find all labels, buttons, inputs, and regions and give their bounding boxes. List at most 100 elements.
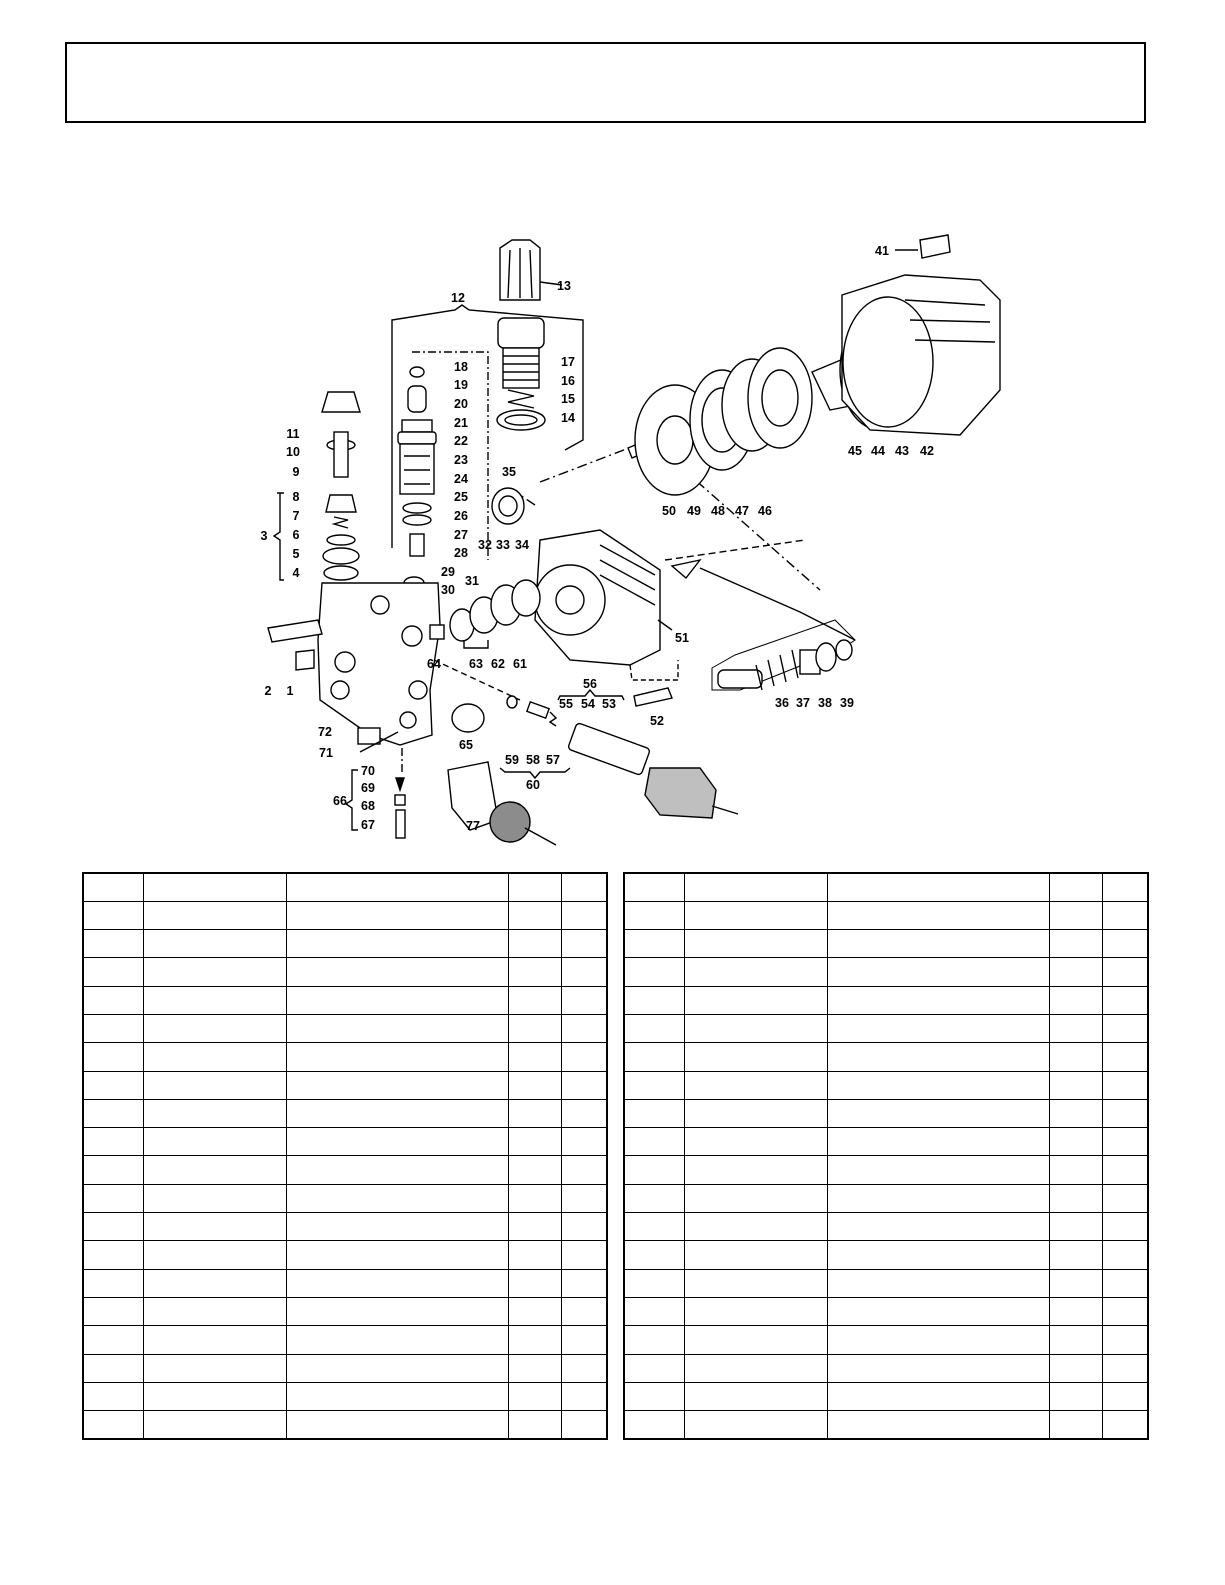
table-cell [683, 1183, 828, 1214]
callout-60: 60 [526, 778, 540, 792]
table-row [623, 1070, 1149, 1100]
table-cell [1101, 1410, 1149, 1440]
parts-table-right [623, 872, 1149, 1440]
callout-51: 51 [675, 631, 689, 645]
table-cell [1101, 1013, 1149, 1044]
table-cell [826, 1381, 1050, 1412]
table-cell [82, 1070, 144, 1100]
table-cell [285, 1155, 509, 1185]
table-row [623, 1325, 1149, 1355]
table-row [82, 1296, 608, 1327]
table-cell [623, 929, 685, 959]
table-cell [285, 1013, 509, 1044]
table-row [623, 985, 1149, 1015]
callout-7: 7 [293, 509, 300, 523]
table-cell [560, 1070, 608, 1100]
table-cell [507, 872, 562, 902]
table-cell [683, 1240, 828, 1270]
table-cell [623, 1155, 685, 1185]
table-cell [1101, 1268, 1149, 1298]
table-row [623, 1183, 1149, 1214]
table-row [623, 1155, 1149, 1185]
table-row [82, 985, 608, 1015]
table-cell [560, 1325, 608, 1355]
table-cell [560, 1183, 608, 1214]
table-cell [285, 900, 509, 931]
table-cell [1101, 1183, 1149, 1214]
table-cell [285, 929, 509, 959]
callout-25: 25 [454, 490, 468, 504]
table-cell [142, 1070, 287, 1100]
callout-43: 43 [895, 444, 909, 458]
table-row [82, 1127, 608, 1157]
table-cell [82, 1212, 144, 1242]
callout-58: 58 [526, 753, 540, 767]
callout-17: 17 [561, 355, 575, 369]
table-cell [285, 1042, 509, 1072]
table-cell [683, 985, 828, 1015]
table-row [82, 900, 608, 931]
callout-66: 66 [333, 794, 347, 808]
table-row [623, 872, 1149, 902]
table-cell [560, 1296, 608, 1327]
table-cell [285, 1268, 509, 1298]
table-cell [826, 1183, 1050, 1214]
callout-35: 35 [502, 465, 516, 479]
table-cell [623, 1410, 685, 1440]
table-cell [623, 1381, 685, 1412]
table-cell [1048, 1268, 1103, 1298]
callout-52: 52 [650, 714, 664, 728]
callout-3: 3 [261, 529, 268, 543]
table-cell [1101, 1127, 1149, 1157]
table-cell [623, 1240, 685, 1270]
table-cell [1101, 929, 1149, 959]
table-cell [1048, 1353, 1103, 1383]
table-cell [623, 1183, 685, 1214]
table-cell [285, 1212, 509, 1242]
table-cell [826, 1070, 1050, 1100]
table-cell [683, 1013, 828, 1044]
callout-61: 61 [513, 657, 527, 671]
table-row [623, 1240, 1149, 1270]
callout-4: 4 [293, 566, 300, 580]
table-row [623, 1268, 1149, 1298]
table-row [82, 1212, 608, 1242]
exploded-parts-diagram: 1 2 3 4 5 6 7 8 9 10 11 12 13 14 15 16 1… [261, 234, 1001, 846]
table-row [82, 1070, 608, 1100]
table-row [623, 929, 1149, 959]
table-cell [560, 929, 608, 959]
table-cell [142, 929, 287, 959]
callout-26: 26 [454, 509, 468, 523]
table-cell [623, 1353, 685, 1383]
table-cell [507, 929, 562, 959]
table-cell [142, 1013, 287, 1044]
table-cell [507, 1240, 562, 1270]
table-cell [507, 1325, 562, 1355]
table-cell [142, 1155, 287, 1185]
table-cell [285, 1353, 509, 1383]
table-cell [560, 900, 608, 931]
callout-50: 50 [662, 504, 676, 518]
table-cell [142, 1325, 287, 1355]
table-cell [826, 1296, 1050, 1327]
table-cell [1048, 1410, 1103, 1440]
table-cell [560, 1381, 608, 1412]
table-row [82, 1410, 608, 1440]
table-cell [1048, 1155, 1103, 1185]
table-cell [507, 1410, 562, 1440]
table-cell [142, 900, 287, 931]
table-cell [82, 1268, 144, 1298]
callout-49: 49 [687, 504, 701, 518]
callout-70: 70 [361, 764, 375, 778]
table-cell [285, 1296, 509, 1327]
callout-38: 38 [818, 696, 832, 710]
table-cell [507, 957, 562, 987]
callout-20: 20 [454, 397, 468, 411]
table-cell [683, 1353, 828, 1383]
table-row [82, 1183, 608, 1214]
table-cell [142, 1127, 287, 1157]
table-cell [623, 1098, 685, 1129]
callout-6: 6 [293, 528, 300, 542]
table-cell [507, 1381, 562, 1412]
callout-36: 36 [775, 696, 789, 710]
